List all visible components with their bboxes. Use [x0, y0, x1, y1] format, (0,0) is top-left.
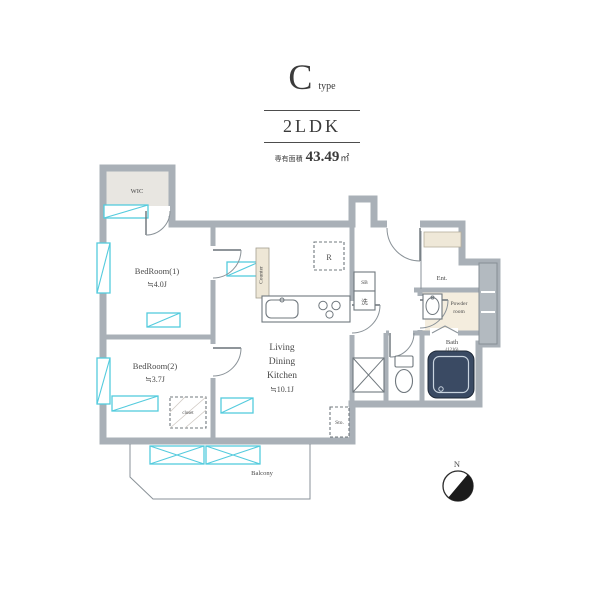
ldk-label-kitchen: Kitchen — [267, 371, 297, 381]
area-unit: ㎡ — [340, 153, 350, 163]
bedroom1-label: BedRoom(1) — [135, 266, 180, 276]
bath-size: (1216) — [446, 348, 459, 353]
layout-type: 2LDK — [283, 116, 341, 136]
bathtub-icon — [427, 350, 475, 399]
wic-floor — [103, 168, 172, 211]
kitchen — [255, 241, 351, 323]
title-divider-top — [264, 110, 360, 111]
balcony-sliding-window — [149, 445, 205, 465]
type-letter: C — [288, 57, 314, 97]
area-label: 専有面積 — [274, 155, 303, 163]
entrance-label: Ent. — [437, 275, 448, 282]
bath-folding-door — [431, 325, 459, 334]
window-symbol — [220, 397, 254, 414]
window-symbol — [146, 312, 181, 328]
meter-box — [478, 262, 498, 345]
balcony-sliding-window — [205, 445, 261, 465]
window-symbol — [103, 204, 149, 219]
storage-box — [329, 406, 350, 438]
toilet-icon — [394, 355, 414, 394]
stove-icon — [318, 300, 341, 319]
compass-north-label: N — [454, 459, 460, 469]
toilet-door-arc — [389, 332, 415, 358]
room-labels: WIC BedRoom(1) ≒4.0J BedRoom(2) ≒3.7J Li… — [131, 188, 468, 477]
bedroom1-size: ≒4.0J — [147, 280, 167, 289]
powder-room-label-1: Powder — [451, 301, 468, 307]
washer-label: 洗 — [361, 297, 368, 306]
fixtures — [169, 231, 475, 438]
balcony — [129, 444, 311, 500]
refrigerator-space — [313, 241, 345, 271]
washbasin-icon — [422, 293, 443, 320]
storage-label: Sto. — [335, 420, 344, 426]
window-symbol — [96, 357, 111, 405]
bedroom2-size: ≒3.7J — [145, 375, 165, 384]
counter-label: Counter — [259, 266, 265, 284]
sink-icon — [265, 297, 299, 319]
wic-door-arc — [145, 210, 171, 236]
ldk-label-living: Living — [269, 343, 295, 353]
bath-label: Bath — [446, 339, 459, 346]
washer-pan-icon — [352, 357, 385, 393]
ldk-label-dining: Dining — [269, 357, 296, 367]
doors — [145, 210, 459, 377]
windows — [96, 204, 261, 465]
powder-room-label-2: room — [453, 309, 465, 315]
washer-cabinet — [353, 290, 376, 311]
title-divider-bottom — [264, 142, 360, 143]
shoebox-label: SB — [361, 280, 368, 286]
entrance-door-arc — [386, 227, 421, 262]
window-symbol — [96, 242, 111, 294]
type-word: type — [318, 81, 336, 92]
balcony-label: Balcony — [251, 470, 273, 477]
refrigerator-label: R — [326, 253, 332, 262]
compass-icon — [442, 470, 474, 502]
window-symbol — [226, 261, 260, 277]
bedroom2-label: BedRoom(2) — [133, 361, 178, 371]
door-openings — [146, 206, 458, 378]
window-symbol — [111, 395, 159, 412]
bedroom2-door-arc — [212, 347, 242, 377]
bedroom1-door-arc — [212, 249, 242, 279]
entrance-shoe-shelf — [423, 231, 462, 248]
area-value: 43.49 — [305, 149, 340, 165]
outer-wall — [99, 164, 501, 445]
closet — [169, 396, 207, 429]
ldk-size: ≒10.1J — [270, 385, 294, 394]
closet-label: closet — [182, 411, 194, 416]
wic-label: WIC — [131, 188, 144, 195]
